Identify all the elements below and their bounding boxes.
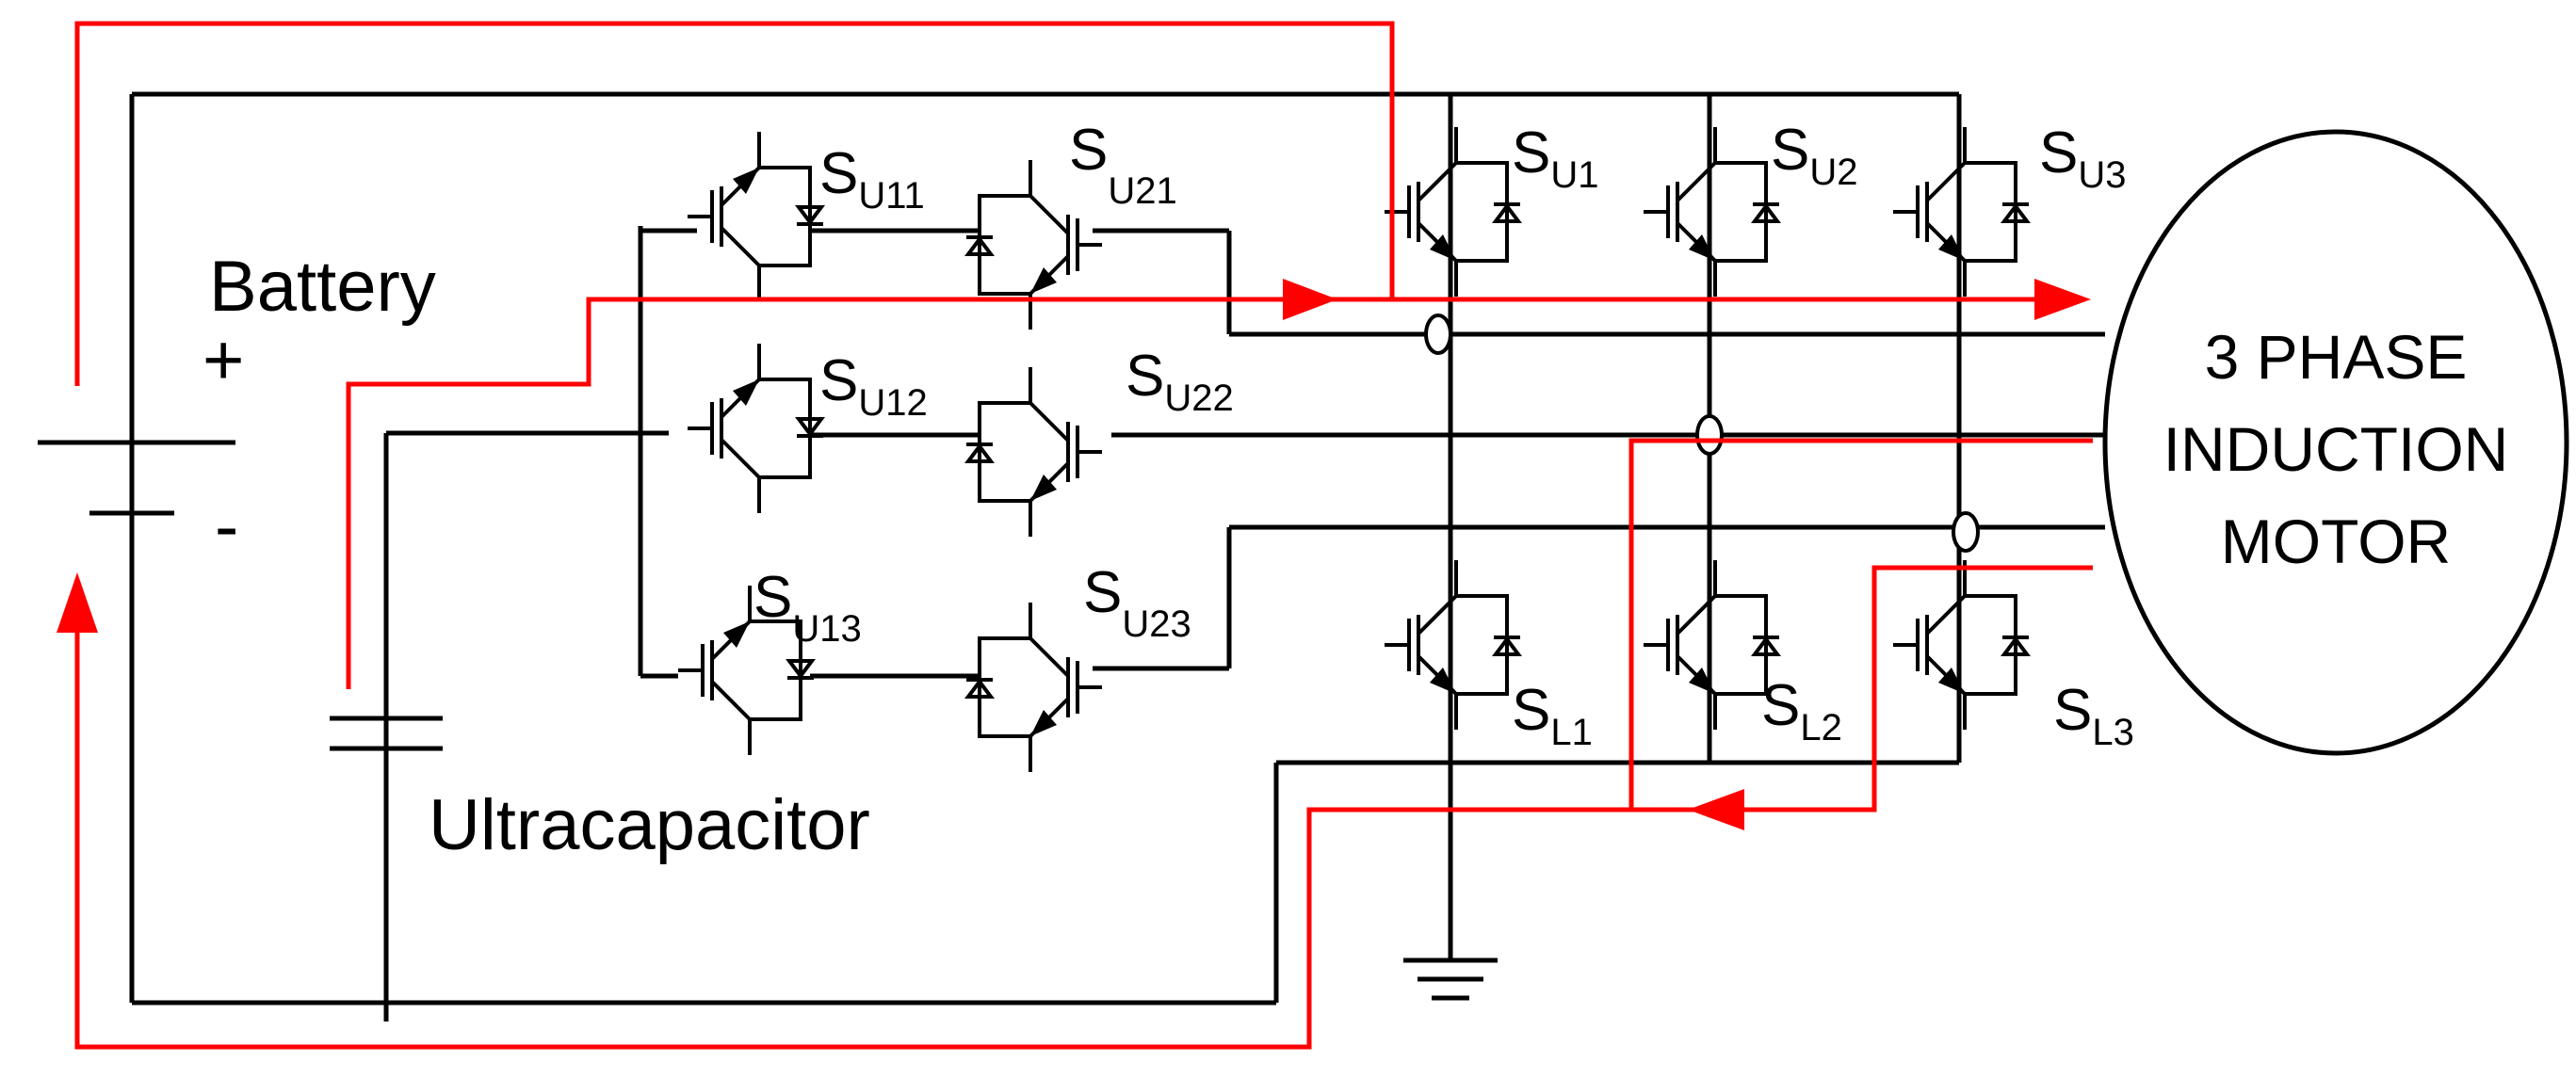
black-wiring bbox=[129, 91, 2105, 1022]
switch-label-sl2: SL2 bbox=[1761, 673, 1842, 748]
battery-icon bbox=[38, 440, 235, 516]
motor-label-line3: MOTOR bbox=[2221, 507, 2451, 576]
switch-label-su22: SU22 bbox=[1126, 344, 1234, 419]
switch-su22 bbox=[964, 365, 1104, 539]
arrow-up-icon bbox=[57, 572, 98, 633]
current-path bbox=[74, 21, 2093, 1050]
switch-label-su12: SU12 bbox=[819, 348, 928, 424]
motor-circle bbox=[2102, 129, 2569, 756]
switch-label-su11: SU11 bbox=[819, 141, 925, 217]
ultracapacitor-label: Ultracapacitor bbox=[429, 785, 870, 865]
switch-su11 bbox=[686, 130, 825, 303]
ground-icon bbox=[1403, 941, 1498, 1001]
switch-label-su13: SU13 bbox=[753, 565, 862, 650]
arrow-right-icon bbox=[2034, 279, 2091, 320]
motor-label-line1: 3 PHASE bbox=[2205, 322, 2468, 392]
battery-minus-label: - bbox=[215, 487, 238, 567]
arrow-left-icon bbox=[1688, 789, 1744, 830]
junction-node bbox=[1695, 414, 1724, 456]
switch-label-sl1: SL1 bbox=[1512, 678, 1593, 753]
switch-su12 bbox=[686, 342, 825, 515]
switch-label-sl3: SL3 bbox=[2053, 678, 2134, 753]
arrow-right-icon bbox=[1283, 279, 1337, 320]
switch-label-su21: SU21 bbox=[1069, 118, 1177, 212]
switch-label-su23: SU23 bbox=[1083, 560, 1191, 645]
junction-node bbox=[1952, 511, 1980, 553]
switch-label-su2: SU2 bbox=[1771, 118, 1858, 193]
capacitor-icon bbox=[330, 716, 443, 751]
switch-label-su3: SU3 bbox=[2039, 121, 2127, 196]
junction-node bbox=[1424, 314, 1452, 355]
battery-plus-label: + bbox=[203, 320, 244, 400]
motor-label-line2: INDUCTION bbox=[2163, 414, 2509, 484]
switch-su23 bbox=[964, 601, 1104, 774]
switch-label-su1: SU1 bbox=[1512, 121, 1599, 196]
switch-su21 bbox=[964, 158, 1104, 331]
battery-label: Battery bbox=[209, 247, 436, 327]
